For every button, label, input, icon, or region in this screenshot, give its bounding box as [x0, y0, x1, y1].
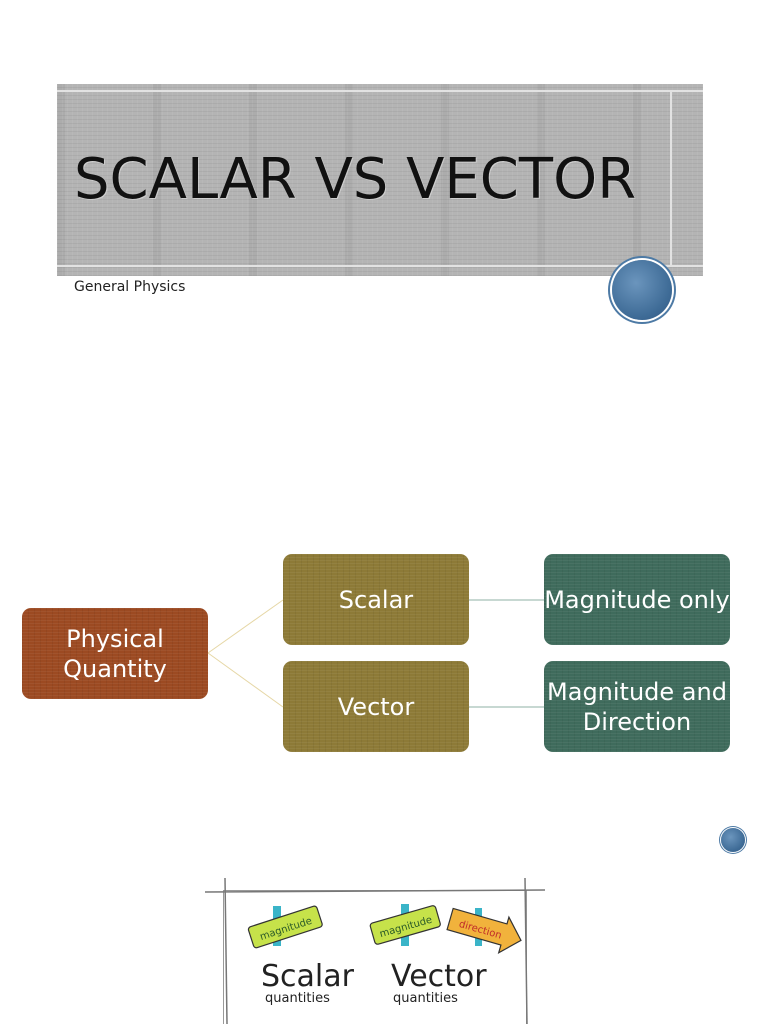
scalar-magnitude-sign: [247, 905, 323, 949]
scalar-heading: Scalar: [261, 959, 355, 994]
node-magnitude-direction: Magnitude and Direction: [544, 661, 730, 752]
connector-root-vector: [207, 652, 284, 708]
slide-subtitle: General Physics: [74, 279, 186, 295]
accent-circle-large: [612, 260, 672, 320]
vector-magnitude-sign: [369, 905, 441, 945]
accent-circle-small: [721, 828, 745, 852]
sketch-drawing: magnitude Scalar quantities magnitude di…: [205, 878, 545, 1024]
node-magnitude-direction-label: Magnitude and Direction: [547, 677, 727, 736]
vector-subheading: quantities: [393, 991, 458, 1006]
slide-title: SCALAR VS VECTOR: [74, 147, 637, 212]
node-vector: Vector: [283, 661, 469, 752]
banner-bottom-rule: [57, 265, 703, 267]
vector-heading: Vector: [391, 959, 487, 994]
banner-top-rule: [57, 90, 703, 92]
direction-arrow-sign: [446, 907, 522, 954]
node-physical-quantity-label: Physical Quantity: [63, 624, 167, 683]
title-banner: SCALAR VS VECTOR: [57, 84, 703, 276]
banner-side-rule: [670, 92, 672, 265]
node-scalar: Scalar: [283, 554, 469, 645]
node-physical-quantity: Physical Quantity: [22, 608, 208, 699]
node-magnitude-only-label: Magnitude only: [544, 585, 730, 614]
scalar-vector-sketch: magnitude Scalar quantities magnitude di…: [205, 878, 545, 1024]
node-magnitude-only: Magnitude only: [544, 554, 730, 645]
node-scalar-label: Scalar: [338, 585, 414, 614]
connector-root-scalar: [207, 599, 284, 654]
node-vector-label: Vector: [337, 692, 415, 721]
scalar-subheading: quantities: [265, 991, 330, 1006]
